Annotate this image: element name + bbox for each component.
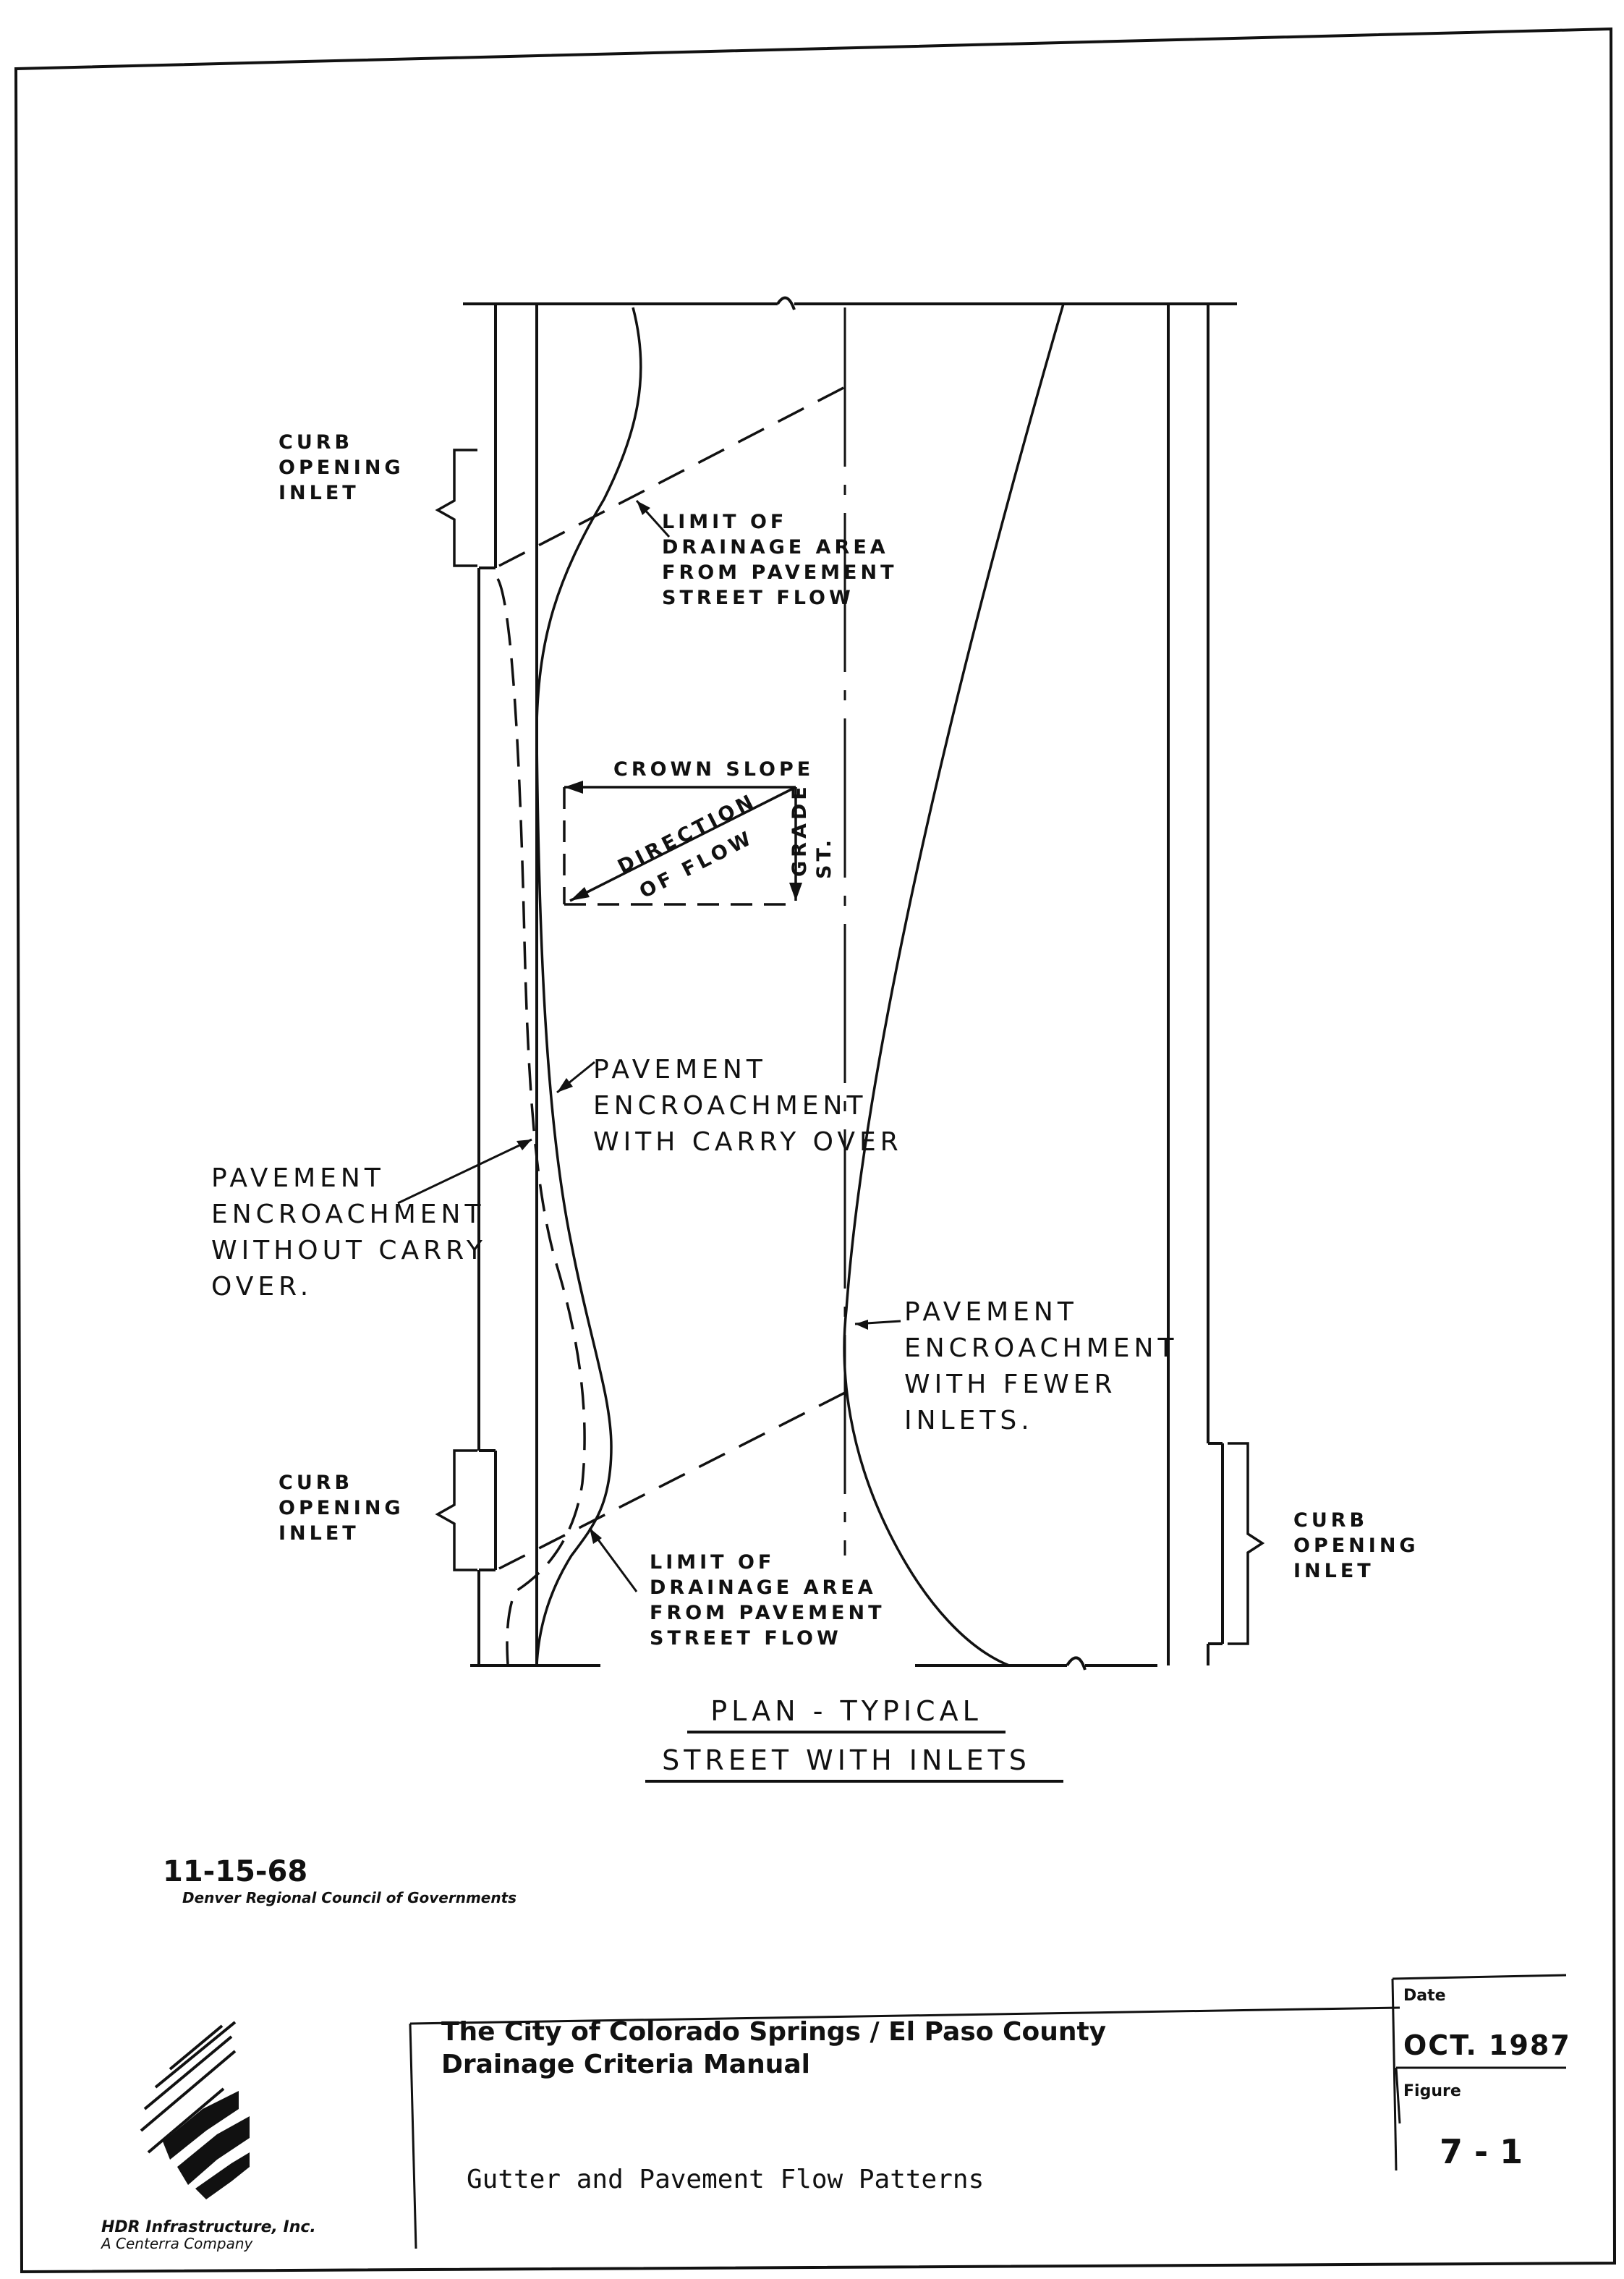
drainage-limit-lines [498, 386, 846, 1570]
limit-drainage-label-top: LIMIT OF DRAINAGE AREA FROM PAVEMENT STR… [662, 511, 908, 609]
org-line1: The City of Colorado Springs / El Paso C… [441, 2017, 1106, 2047]
grade-label-visible: GRADE [788, 783, 811, 877]
date-label: Date [1403, 1987, 1446, 2005]
street-edges [463, 296, 1237, 1671]
figure-number: 7 - 1 [1440, 2132, 1523, 2171]
date-stamp: 11-15-68 [163, 1855, 307, 1888]
curb-inlet-label-top-left: CURB OPENING INLET [279, 431, 414, 504]
crown-slope-label: CROWN SLOPE [613, 758, 814, 781]
inlet-braces [435, 449, 1265, 1645]
company-sub: A Centerra Company [100, 2235, 254, 2252]
right-curb [1167, 304, 1224, 1665]
org-line2: Drainage Criteria Manual [441, 2050, 810, 2079]
date-value: OCT. 1987 [1403, 2029, 1571, 2061]
curb-inlet-label-bottom-left: CURB OPENING INLET [279, 1472, 414, 1545]
sheet-border [14, 27, 1617, 2274]
encroach-carry-label: PAVEMENT ENCROACHMENT WITH CARRY OVER [593, 1055, 903, 1157]
st-label: ST. [813, 836, 836, 879]
title-block-frame [409, 1974, 1567, 2249]
left-curb [477, 304, 538, 1665]
leader-arrowheads [516, 501, 868, 1544]
flow-spread-curves [496, 303, 1065, 1667]
figure-label: Figure [1403, 2082, 1461, 2100]
encroach-fewer-label: PAVEMENT ENCROACHMENT WITH FEWER INLETS. [904, 1297, 1191, 1435]
drawing-title-line2: STREET WITH INLETS [662, 1744, 1031, 1776]
flow-vector-diagram [563, 781, 802, 906]
drawing-title-line1: PLAN - TYPICAL [710, 1695, 982, 1727]
leader-lines [397, 499, 901, 1592]
figure-title: Gutter and Pavement Flow Patterns [467, 2165, 984, 2194]
limit-drainage-label-bottom: LIMIT OF DRAINAGE AREA FROM PAVEMENT STR… [650, 1551, 896, 1650]
stamp-source: Denver Regional Council of Governments [182, 1889, 516, 1906]
company-name: HDR Infrastructure, Inc. [101, 2218, 316, 2236]
company-logo [140, 2021, 237, 2154]
encroach-without-label: PAVEMENT ENCROACHMENT WITHOUT CARRY OVER… [211, 1163, 499, 1302]
company-logo-blocks [163, 2091, 250, 2199]
curb-inlet-label-bottom-right: CURB OPENING INLET [1293, 1509, 1429, 1582]
